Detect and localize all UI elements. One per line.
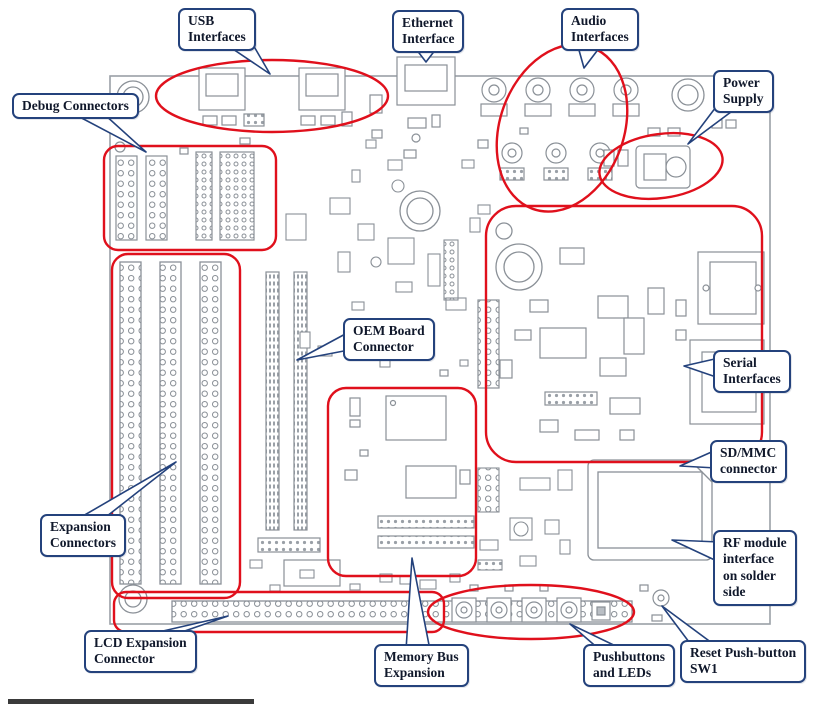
lcd-expansion-header bbox=[171, 600, 633, 623]
callout-sd-mmc-connector: SD/MMC connector bbox=[710, 440, 787, 483]
callout-oem-board-connector: OEM Board Connector bbox=[343, 318, 435, 361]
callout-debug-connectors: Debug Connectors bbox=[12, 93, 139, 120]
expansion-headers bbox=[119, 261, 222, 585]
cropped-content-edge bbox=[8, 699, 254, 704]
callout-pointers bbox=[73, 42, 744, 651]
ethernet-connector bbox=[396, 56, 456, 159]
callout-audio-interfaces: Audio Interfaces bbox=[561, 8, 639, 51]
highlight-power bbox=[598, 131, 724, 201]
center-components bbox=[285, 139, 491, 368]
callout-lcd-expansion: LCD Expansion Connector bbox=[84, 630, 197, 673]
reset-pushbutton bbox=[639, 584, 670, 622]
debug-headers bbox=[114, 137, 255, 241]
highlight-lcd bbox=[112, 590, 446, 634]
callout-reset-push-button: Reset Push-button SW1 bbox=[680, 640, 807, 683]
capacitors-and-mounting-holes bbox=[116, 78, 705, 614]
memory-region-components bbox=[344, 369, 475, 549]
highlight-expansion bbox=[110, 252, 242, 600]
callout-expansion-connectors: Expansion Connectors bbox=[40, 514, 126, 557]
callout-pushbuttons-leds: Pushbuttons and LEDs bbox=[583, 644, 676, 687]
highlight-memory bbox=[326, 386, 478, 578]
callout-ethernet-interface: Ethernet Interface bbox=[392, 10, 465, 53]
highlight-serial bbox=[484, 204, 764, 464]
callout-serial-interfaces: Serial Interfaces bbox=[713, 350, 791, 393]
callout-memory-bus-expansion: Memory Bus Expansion bbox=[374, 644, 469, 687]
pushbuttons-leds bbox=[451, 584, 611, 623]
highlight-debug bbox=[102, 144, 278, 252]
highlight-usb bbox=[154, 58, 390, 134]
usb-connectors bbox=[198, 67, 383, 139]
callout-rf-module-interface: RF module interface on solder side bbox=[713, 530, 797, 606]
highlight-pushbuttons bbox=[426, 583, 636, 641]
callout-usb-interfaces: USB Interfaces bbox=[178, 8, 256, 51]
sd-mmc-holder bbox=[587, 459, 713, 561]
highlight-regions bbox=[102, 43, 764, 641]
callout-power-supply: Power Supply bbox=[713, 70, 774, 113]
